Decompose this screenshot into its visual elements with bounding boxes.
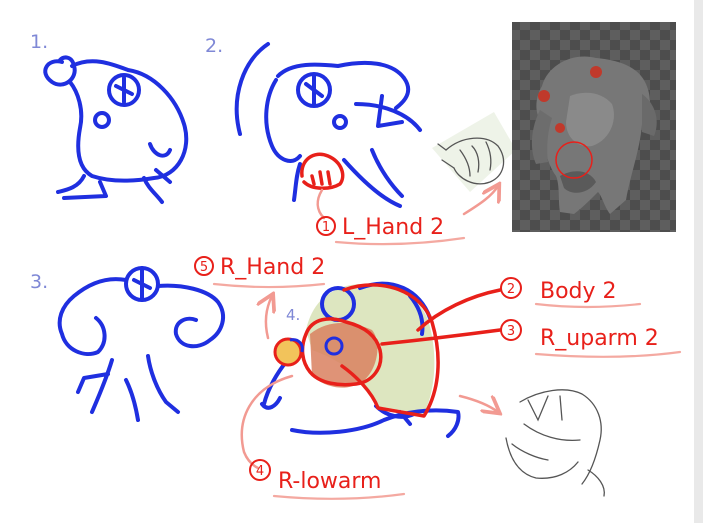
svg-text:3: 3 (507, 324, 515, 339)
step-1-label: 1. (30, 31, 48, 53)
step-4-label: 4. (286, 306, 300, 324)
sketch-1-figure (43, 55, 189, 204)
numbered-circle-icon (194, 256, 214, 276)
scrollbar-track[interactable] (694, 0, 703, 523)
fist-reference-sketch (432, 112, 516, 192)
label-l-hand: 1 L_Hand 2 (316, 188, 466, 246)
numbered-circle-icon (500, 277, 522, 299)
arrow-icon (458, 394, 498, 412)
step-3-label: 3. (30, 271, 48, 293)
svg-text:Body 2: Body 2 (540, 279, 617, 304)
label-r-lowarm: 4 R-lowarm (240, 374, 406, 500)
arrow-icon (462, 186, 498, 216)
arm-reference-sketch (505, 389, 605, 497)
rendered-reference-image (512, 22, 676, 232)
step-2-label: 2. (205, 35, 223, 57)
label-body: 2 Body 2 (416, 277, 642, 332)
svg-text:R-lowarm: R-lowarm (278, 469, 381, 494)
numbered-circle-icon (316, 216, 336, 236)
svg-text:R_uparm 2: R_uparm 2 (540, 326, 659, 351)
sketch-3-figure (57, 266, 226, 422)
sketch-4-figure (260, 281, 461, 438)
svg-text:4: 4 (256, 464, 264, 479)
svg-text:1: 1 (322, 220, 330, 235)
sketch-2-figure (234, 42, 422, 208)
svg-text:5: 5 (200, 260, 208, 275)
numbered-circle-icon (249, 459, 271, 481)
label-r-hand: 5 R_Hand 2 (194, 255, 325, 340)
label-r-uparm: 3 R_uparm 2 (380, 319, 682, 358)
svg-text:L_Hand 2: L_Hand 2 (342, 215, 444, 240)
svg-text:R_Hand 2: R_Hand 2 (220, 255, 325, 280)
svg-text:2: 2 (507, 282, 515, 297)
